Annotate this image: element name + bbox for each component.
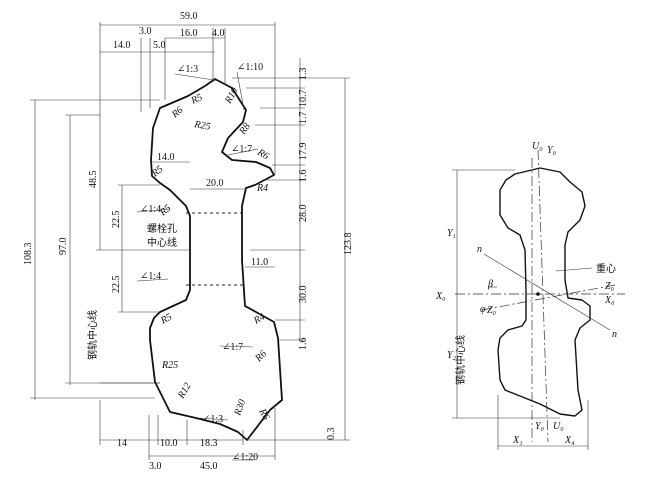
z0-axis <box>481 284 616 311</box>
radius-r12: R12 <box>176 381 194 401</box>
centroid-label: 重心 <box>596 262 616 275</box>
label-y0-bottom: Y₀ <box>535 421 545 432</box>
label-z0-left: Z₀ <box>487 305 497 316</box>
left-profile-view: 59.0 14.0 3.0 5.0 16.0 4.0 14 10.0 18.3 … <box>23 11 354 472</box>
label-y1: Y₁ <box>447 228 456 239</box>
y0-axis <box>537 149 549 443</box>
rail-profile-outline <box>149 78 283 441</box>
label-x0-left: X₀ <box>435 291 446 302</box>
dim-14-top: 14.0 <box>113 40 131 51</box>
radius-r10: R10 <box>223 86 241 106</box>
label-u0-top: U₀ <box>532 141 543 152</box>
label-beta: β <box>487 279 493 290</box>
radius-r6-lower: R6 <box>253 348 269 364</box>
label-x0-right: X₀ <box>604 295 615 306</box>
dim-28: 28.0 <box>298 205 309 223</box>
dim-30: 30.0 <box>298 286 309 304</box>
dim-22-5-upper: 22.5 <box>111 211 122 229</box>
dim-18-3-bottom: 18.3 <box>200 438 218 449</box>
rail-section-outline <box>497 167 591 417</box>
radius-r25-bottom: R25 <box>161 360 178 371</box>
dim-20-inner: 20.0 <box>206 178 224 189</box>
dim-10-bottom: 10.0 <box>160 438 178 449</box>
dim-3-bottom: 3.0 <box>149 461 162 472</box>
dim-1-6-lower: 1.6 <box>298 338 309 351</box>
slope-1-4-upper: ∠1:4 <box>140 204 161 215</box>
radius-r6-bottom: R6 <box>256 406 272 422</box>
label-phi: φ <box>480 304 486 315</box>
bolt-hole-label-line1: 螺栓孔 <box>147 222 177 235</box>
label-y0-top: Y₀ <box>547 145 557 156</box>
radius-r5-top: R5 <box>189 92 205 107</box>
dim-123-8: 123.8 <box>343 233 354 256</box>
centroid-leader <box>555 267 593 272</box>
dim-14-inner: 14.0 <box>157 152 175 163</box>
slope-1-7-upper: ∠1:7 <box>231 144 252 155</box>
dim-45-bottom: 45.0 <box>200 461 218 472</box>
dim-17-9: 17.9 <box>298 143 309 161</box>
label-n-bottom: n <box>612 329 617 340</box>
dim-1-3: 1.3 <box>298 68 309 81</box>
dim-22-5-lower: 22.5 <box>111 276 122 294</box>
dim-14-bottom: 14 <box>117 438 127 449</box>
right-axes-view: U₀ Y₀ Y₁ Y₂ X₀ X₀ Z₀ Z₀ n n β φ 重心 X₁ X₄… <box>435 141 625 450</box>
radius-r6-mid: R6 <box>255 147 271 163</box>
dimension-lines <box>30 22 350 461</box>
radius-r8: R8 <box>237 121 253 137</box>
dim-48-5: 48.5 <box>88 171 99 189</box>
label-x1: X₁ <box>512 435 523 446</box>
radius-r4-upper: R4 <box>256 183 268 194</box>
bolt-hole-label-line2: 中心线 <box>147 236 177 249</box>
rail-centerline-label-right: 钢轨中心线 <box>454 335 467 385</box>
slope-1-7-lower: ∠1:7 <box>222 342 243 353</box>
label-x4: X₄ <box>564 435 575 446</box>
dim-11-inner: 11.0 <box>251 257 268 268</box>
dim-1-7: 1.7 <box>298 112 309 125</box>
slope-1-10: ∠1:10 <box>237 62 263 73</box>
label-z0-right: Z₀ <box>605 281 615 292</box>
dim-97: 97.0 <box>58 238 69 256</box>
dim-3-top: 3.0 <box>139 26 152 37</box>
radius-r6-top: R6 <box>169 105 185 121</box>
slope-1-20: ∠1:20 <box>232 452 258 463</box>
radius-r5-bolt-lower: R5 <box>158 312 174 328</box>
label-n-top: n <box>477 244 482 255</box>
rail-centerline-label-left: 钢轨中心线 <box>86 310 99 360</box>
dim-5-top: 5.0 <box>153 40 166 51</box>
dim-59: 59.0 <box>180 11 198 22</box>
n-axis <box>483 253 611 331</box>
dim-10-7: 10.7 <box>298 90 309 108</box>
dim-16-top: 16.0 <box>180 28 198 39</box>
dim-108-3: 108.3 <box>23 243 34 266</box>
label-y2: Y₂ <box>447 350 457 361</box>
label-u0-bottom: U₀ <box>553 421 564 432</box>
centroid-dot <box>536 292 540 296</box>
dim-0-3: 0.3 <box>326 428 337 441</box>
radius-r4-lower: R4 <box>251 312 267 328</box>
dim-4-top: 4.0 <box>212 28 225 39</box>
slope-1-3-top: ∠1:3 <box>177 64 198 75</box>
slope-1-3-bottom: ∠1:3 <box>202 414 223 425</box>
slope-1-4-lower: ∠1:4 <box>140 271 161 282</box>
radius-r30: R30 <box>232 398 248 418</box>
dim-1-6-upper: 1.6 <box>298 170 309 183</box>
radius-r25-top: R25 <box>192 119 211 133</box>
